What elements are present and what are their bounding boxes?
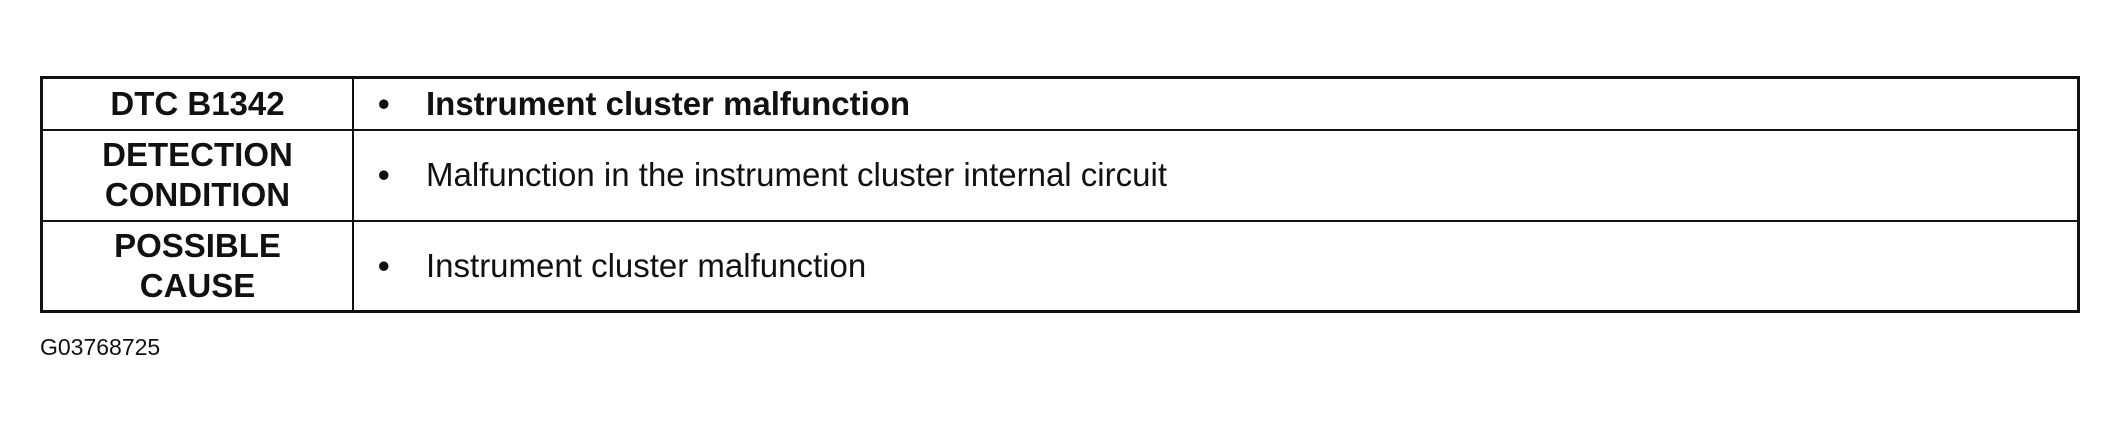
possible-cause-cell: • Instrument cluster malfunction (352, 219, 2080, 313)
bullet-point: • (378, 156, 390, 193)
possible-cause-text: Instrument cluster malfunction (426, 246, 867, 284)
dtc-code-label: DTC B1342 (40, 76, 354, 131)
detection-condition-cell: • Malfunction in the instrument cluster i… (352, 128, 2080, 222)
table-row-possible-cause: POSSIBLE CAUSE • Instrument cluster malfu… (40, 219, 2080, 313)
dtc-description-text: Instrument cluster malfunction (426, 84, 911, 122)
detection-condition-label: DETECTION CONDITION (40, 128, 354, 222)
table-row-detection-condition: DETECTION CONDITION • Malfunction in the … (40, 128, 2080, 222)
figure-id: G03768725 (40, 334, 161, 360)
detection-condition-text: Malfunction in the instrument cluster in… (426, 156, 1167, 193)
possible-cause-label-line2: CAUSE (139, 266, 256, 304)
bullet-point: • (378, 84, 390, 122)
dtc-code-text: DTC B1342 (110, 84, 285, 122)
possible-cause-label: POSSIBLE CAUSE (40, 219, 354, 313)
detection-condition-label-line1: DETECTION (102, 136, 293, 173)
dtc-description-cell: • Instrument cluster malfunction (352, 76, 2080, 131)
possible-cause-label-line1: POSSIBLE (114, 226, 281, 264)
table-row-dtc: DTC B1342 • Instrument cluster malfunctio… (40, 76, 2080, 131)
dtc-info-table: DTC B1342 • Instrument cluster malfunctio… (40, 76, 2080, 313)
detection-condition-label-line2: CONDITION (104, 176, 291, 213)
bullet-point: • (378, 246, 390, 284)
